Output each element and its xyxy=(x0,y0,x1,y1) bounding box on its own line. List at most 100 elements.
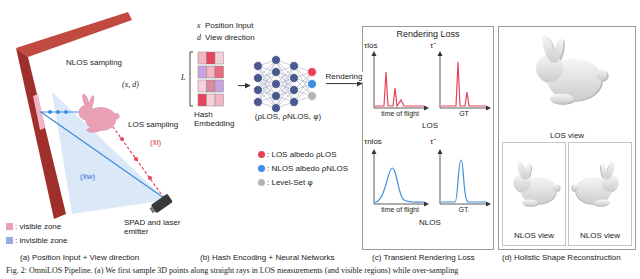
hash-grid-stack xyxy=(198,94,207,106)
axis-arrowheads xyxy=(424,106,429,111)
scene-bunny xyxy=(79,93,120,133)
mlp-neurons xyxy=(272,92,281,101)
axis-arrowheads xyxy=(438,51,443,56)
level-bracket xyxy=(190,52,193,106)
hash-grid-stack xyxy=(198,80,207,92)
reconstructed-bunny xyxy=(536,34,607,104)
chart-axes xyxy=(374,55,487,204)
edge-label: Rendering xyxy=(325,72,364,81)
los-cone xyxy=(52,92,166,214)
transient-curves xyxy=(375,62,486,202)
mlp-neurons xyxy=(308,92,317,101)
mlp-neurons xyxy=(254,62,263,71)
legend-swatch xyxy=(258,179,265,186)
spad-device xyxy=(149,207,155,214)
level-bracket xyxy=(190,52,193,106)
legend-entry: : NLOS albedo ρNLOS xyxy=(258,164,348,173)
axis-arrowheads xyxy=(486,202,491,207)
flow-arrow xyxy=(238,85,250,86)
figure-label: (a) Position Input + View direction xyxy=(20,253,139,262)
mlp-connections xyxy=(258,60,312,108)
chart-axes xyxy=(440,153,487,204)
figure-label: LOS sampling xyxy=(128,120,178,129)
hash-grid-stack xyxy=(207,80,216,92)
legend-swatch xyxy=(6,237,13,244)
node-text: Rendering Loss xyxy=(363,29,493,39)
mlp-neurons xyxy=(272,104,281,113)
legend-swatch xyxy=(258,165,265,172)
hash-grid-stack xyxy=(207,94,216,106)
figure-label: (x, d) xyxy=(122,80,139,89)
hash-grid: Hash Embedding xyxy=(194,50,238,128)
hash-grid-stack xyxy=(198,66,207,78)
sampling-rays xyxy=(120,137,124,141)
figure-label: time of flight xyxy=(381,110,419,118)
figure-label: LOS xyxy=(422,121,438,130)
figure-label: NLOS sampling xyxy=(66,58,122,67)
mlp-neurons xyxy=(254,98,263,107)
mlp-connections xyxy=(258,60,312,108)
axis-arrowheads xyxy=(372,149,377,154)
reconstructed-bunny xyxy=(514,162,560,207)
figure-label: time of flight xyxy=(381,206,419,214)
mlp-neurons xyxy=(254,56,317,113)
mlp-neurons xyxy=(254,86,263,95)
relay-wall xyxy=(16,48,66,219)
transient-curves xyxy=(375,168,424,202)
axis-arrowheads xyxy=(372,51,377,56)
legend-swatch xyxy=(258,151,265,158)
mlp-neurons xyxy=(290,98,299,107)
figure-label: (b) Hash Encoding + Neural Networks xyxy=(200,253,335,262)
legend-text: : Level-Set φ xyxy=(267,178,313,187)
transient-curves xyxy=(375,72,424,106)
mlp-neurons xyxy=(290,86,299,95)
transient-curves xyxy=(441,62,486,106)
sampling-rays xyxy=(134,157,138,161)
reconstructed-bunny xyxy=(513,34,619,207)
hash-grid-stack xyxy=(198,52,207,64)
legend-text: : NLOS albedo ρNLOS xyxy=(267,164,348,173)
figure-label: x xyxy=(197,21,201,30)
node-text: (ρLOS, ρNLOS, φ) xyxy=(250,112,326,121)
hash-grid-stack xyxy=(215,52,224,64)
reconstruction-panel: LOS viewNLOS viewNLOS view xyxy=(498,26,636,250)
mlp-neurons xyxy=(308,80,317,89)
legend-text: : invisible zone xyxy=(15,236,67,245)
figure-label: τ̃ xyxy=(430,137,433,146)
view-box: NLOS view xyxy=(568,142,632,246)
mlp-neurons xyxy=(290,74,299,83)
mlp-neurons xyxy=(254,74,263,83)
relay-wall xyxy=(16,12,132,219)
hash-grid-stack xyxy=(207,66,216,78)
spad-device xyxy=(148,194,173,215)
figure-label: (x̃l) xyxy=(150,138,161,147)
los-cone xyxy=(52,92,166,214)
figure-label: Position Input xyxy=(205,21,253,30)
view-box: NLOS view xyxy=(502,142,566,246)
node-text: NLOS view xyxy=(569,231,631,240)
axis-arrowheads xyxy=(372,51,492,207)
hash-grid-stack xyxy=(215,80,224,92)
figure-label: GT xyxy=(459,110,469,118)
legend-entry: : LOS albedo ρLOS xyxy=(258,150,336,159)
hash-grid-stack xyxy=(207,52,216,64)
figure-label: GT. xyxy=(459,206,470,214)
node-text: NLOS view xyxy=(503,231,565,240)
legend-text: : visible zone xyxy=(15,222,61,231)
legend-entry: : invisible zone xyxy=(6,236,67,245)
reconstructed-bunny xyxy=(573,161,619,206)
reconstructed-bunny xyxy=(513,161,559,206)
axis-arrowheads xyxy=(438,149,443,154)
mlp-neurons xyxy=(272,80,281,89)
reconstructed-bunny xyxy=(572,161,619,207)
node-text: Hash Embedding xyxy=(194,110,238,128)
hash-grid-stack xyxy=(215,66,224,78)
mlp-neurons xyxy=(272,56,281,65)
figure-label: (c) Transient Rendering Loss xyxy=(372,253,475,262)
sampling-rays xyxy=(48,110,52,114)
figure-label: (x̃w) xyxy=(80,172,95,181)
figure-label: (d) Holistic Shape Reconstruction xyxy=(502,253,621,262)
chart-axes xyxy=(374,153,425,204)
